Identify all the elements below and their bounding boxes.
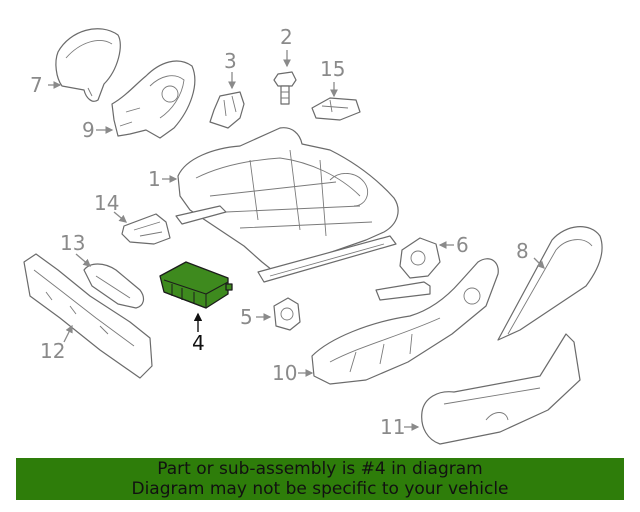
part-15-clip[interactable] (311, 97, 361, 121)
callout-1: 1 (148, 167, 161, 191)
banner-line-1: Part or sub-assembly is #4 in diagram (157, 459, 483, 479)
callout-2: 2 (280, 25, 293, 49)
parts-diagram: 7 9 3 2 15 1 (23, 25, 603, 445)
callout-15: 15 (320, 57, 345, 81)
part-10-side-bracket[interactable] (311, 258, 499, 385)
info-banner: Part or sub-assembly is #4 in diagram Di… (16, 458, 624, 500)
leader-12 (63, 324, 73, 343)
part-9-recliner-cover[interactable] (111, 60, 196, 139)
callout-10: 10 (272, 361, 297, 385)
part-7-cover[interactable] (55, 28, 121, 102)
part-13-cover[interactable] (83, 263, 145, 309)
callout-7: 7 (30, 73, 43, 97)
callout-9: 9 (82, 118, 95, 142)
callout-6: 6 (456, 233, 469, 257)
callout-12: 12 (40, 339, 65, 363)
part-11-side-shield[interactable] (421, 333, 581, 445)
part-14-bracket[interactable] (121, 213, 171, 245)
part-4-control-module[interactable] (159, 261, 233, 309)
leader-13 (75, 253, 91, 267)
callout-13: 13 (60, 231, 85, 255)
part-3-bracket[interactable] (209, 91, 245, 129)
callout-4: 4 (192, 331, 205, 355)
part-6-motor[interactable] (375, 237, 441, 301)
callout-14: 14 (94, 191, 119, 215)
part-8-back-panel[interactable] (497, 226, 603, 341)
part-5-actuator[interactable] (273, 297, 301, 331)
callout-8: 8 (516, 239, 529, 263)
callout-5: 5 (240, 305, 253, 329)
part-2-bolt[interactable] (273, 71, 297, 105)
callout-11: 11 (380, 415, 405, 439)
part-12-trim[interactable] (23, 253, 153, 379)
callout-3: 3 (224, 49, 237, 73)
leader-14 (113, 211, 127, 223)
part-1-seat-frame[interactable] (175, 127, 399, 283)
leader-8 (533, 257, 545, 269)
banner-line-2: Diagram may not be specific to your vehi… (131, 479, 509, 499)
